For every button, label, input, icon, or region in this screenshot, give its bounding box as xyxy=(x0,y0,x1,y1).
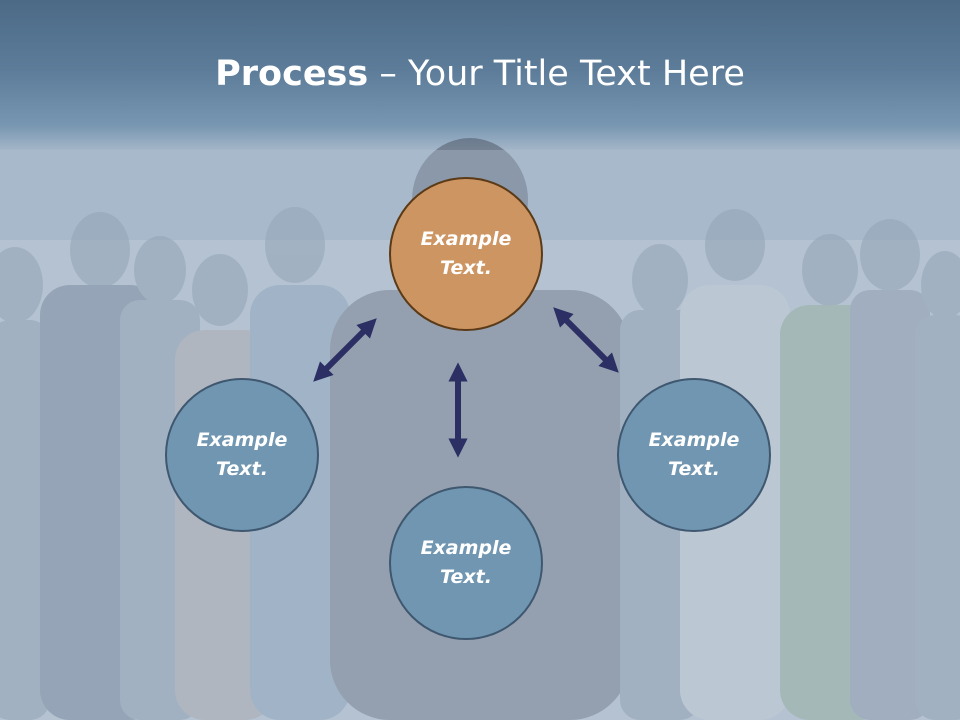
title-rest: – Your Title Text Here xyxy=(368,54,745,94)
node-left-label: Example Text. xyxy=(196,429,288,480)
arrow-top-left xyxy=(313,318,377,382)
slide-title: Process – Your Title Text Here xyxy=(0,52,960,96)
node-left: Example Text. xyxy=(165,378,319,532)
node-bottom: Example Text. xyxy=(389,486,543,640)
title-bold: Process xyxy=(215,54,369,94)
node-top: Example Text. xyxy=(389,177,543,331)
node-right-label: Example Text. xyxy=(648,429,740,480)
node-top-label: Example Text. xyxy=(420,228,512,279)
node-right: Example Text. xyxy=(617,378,771,532)
arrow-top-right xyxy=(553,307,619,373)
node-bottom-label: Example Text. xyxy=(420,537,512,588)
